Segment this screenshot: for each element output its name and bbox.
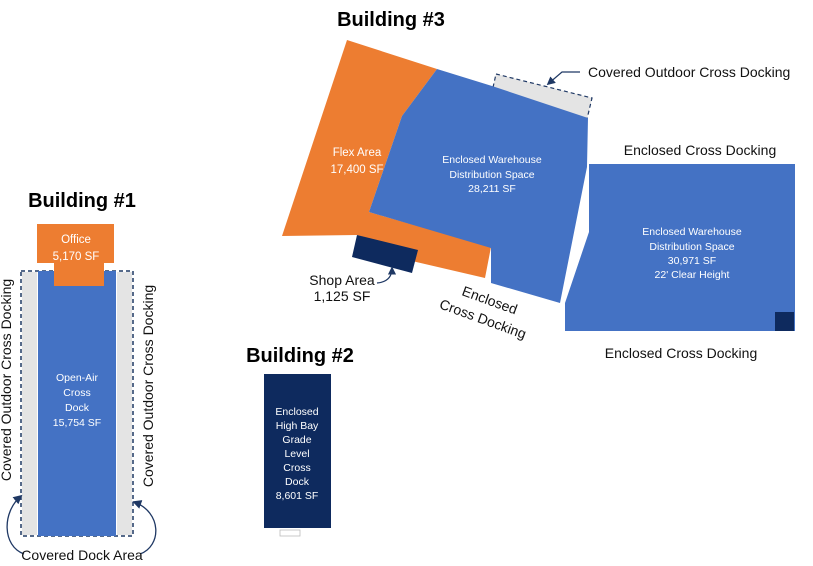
- left-covered-label: Covered Outdoor Cross Docking: [0, 279, 14, 481]
- left-covered-strip: [22, 272, 37, 535]
- shop-area-arrow: [376, 266, 397, 284]
- dock-label-2: Cross: [63, 387, 90, 399]
- flex-area: [282, 40, 491, 278]
- office-area: [37, 224, 114, 286]
- flex-label: Flex Area: [333, 147, 382, 159]
- wh2-clear-height: 22' Clear Height: [655, 269, 730, 281]
- warehouse-2-corner-dock: [775, 312, 794, 331]
- right-covered-strip: [117, 272, 132, 535]
- covered-outdoor-label: Covered Outdoor Cross Docking: [588, 64, 790, 80]
- office-sf: 5,170 SF: [53, 251, 100, 263]
- shop-area: [352, 235, 418, 273]
- small-marker: [279, 529, 301, 537]
- b2-line-2: High Bay: [276, 420, 319, 432]
- shop-label: Shop Area: [309, 272, 375, 288]
- enclosed-cross-docking-top-label: Enclosed Cross Docking: [624, 142, 777, 158]
- enclosed-cross-docking-bottom-label: Enclosed Cross Docking: [605, 345, 758, 361]
- open-air-cross-dock: [38, 271, 116, 536]
- warehouse-1: [369, 69, 588, 303]
- b2-sf: 8,601 SF: [276, 490, 319, 502]
- left-curved-arrow: [6, 494, 25, 555]
- shop-sf: 1,125 SF: [314, 288, 371, 304]
- dock-label-1: Open-Air: [56, 372, 99, 384]
- b2-line-4: Level: [284, 448, 309, 460]
- building-1-title: Building #1: [28, 190, 136, 212]
- covered-dock-area-label: Covered Dock Area: [21, 547, 143, 563]
- building-3-title: Building #3: [337, 9, 445, 31]
- b2-line-6: Dock: [285, 476, 310, 488]
- covered-outdoor-arrow: [546, 71, 580, 86]
- wh2-sf: 30,971 SF: [668, 255, 716, 267]
- wh1-line-2: Distribution Space: [449, 169, 534, 181]
- wh2-line-1: Enclosed Warehouse: [642, 226, 742, 238]
- building-2-title: Building #2: [246, 345, 354, 367]
- right-curved-arrow: [132, 500, 157, 555]
- b2-line-3: Grade: [282, 434, 311, 446]
- high-bay-cross-dock: [264, 374, 331, 528]
- wh2-line-2: Distribution Space: [649, 241, 734, 253]
- wh1-line-1: Enclosed Warehouse: [442, 154, 542, 166]
- right-covered-label: Covered Outdoor Cross Docking: [140, 285, 156, 487]
- office-label: Office: [61, 234, 91, 246]
- dock-sf: 15,754 SF: [53, 417, 101, 429]
- wh1-sf: 28,211 SF: [468, 183, 516, 195]
- b2-line-5: Cross: [283, 462, 310, 474]
- flex-sf: 17,400 SF: [330, 164, 383, 176]
- warehouse-2: [565, 164, 795, 331]
- b2-line-1: Enclosed: [275, 406, 318, 418]
- dock-label-3: Dock: [65, 402, 90, 414]
